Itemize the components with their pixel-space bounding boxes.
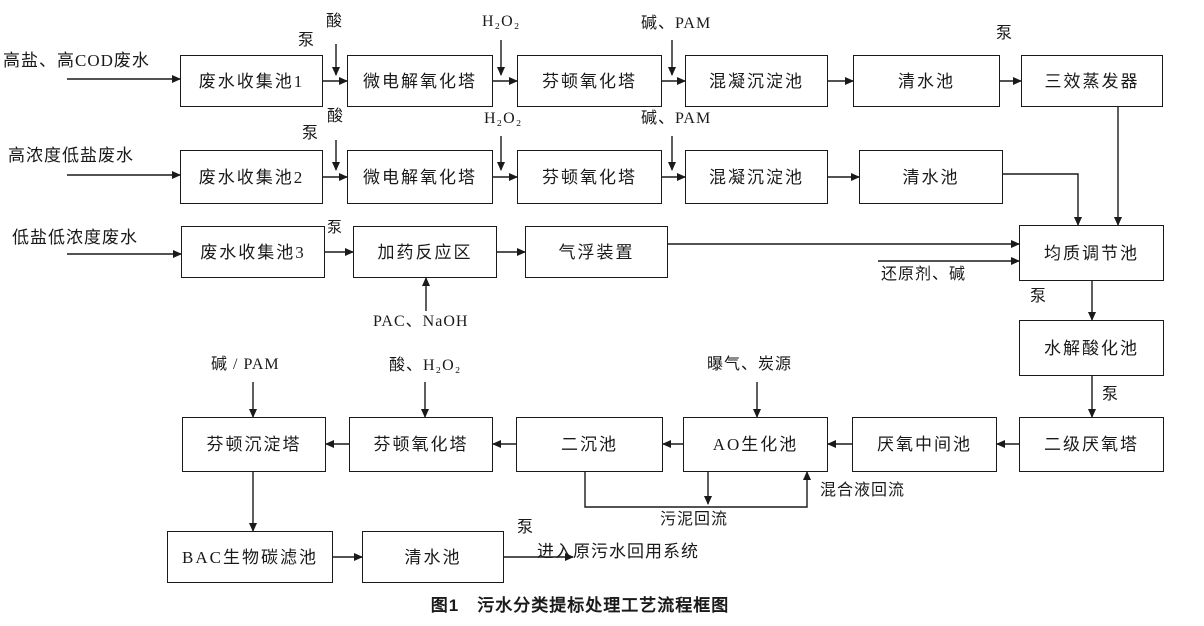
box-fenton-sed-tower: 芬顿沉淀塔 [182,417,326,472]
box-coag-sed-2: 混凝沉淀池 [685,150,828,204]
box-waste-collect-3: 废水收集池3 [181,226,325,278]
figure-caption-title: 污水分类提标处理工艺流程框图 [477,596,730,615]
box-triple-evaporator: 三效蒸发器 [1021,55,1163,107]
label-mixed-liquor-return: 混合液回流 [820,482,906,499]
label-pump-2: 泵 [302,125,320,142]
label-aeration-carbon: 曝气、炭源 [707,356,793,373]
box-fenton-tower-1: 芬顿氧化塔 [517,55,662,107]
box-fenton-tower-3: 芬顿氧化塔 [349,417,493,472]
box-coag-sed-1: 混凝沉淀池 [685,55,828,107]
label-feed-1: 高盐、高COD废水 [3,51,150,70]
box-bac-bio-filter: BAC生物碳滤池 [167,531,333,583]
box-air-flotation: 气浮装置 [525,226,668,278]
box-clear-pool-1: 清水池 [853,55,1000,107]
label-acid-2: 酸 [327,108,345,125]
label-h2o2-2: H₂O₂ [484,110,523,127]
label-pac-naoh: PAC、NaOH [373,313,469,330]
box-fenton-tower-2: 芬顿氧化塔 [517,150,662,204]
label-pump-out: 泵 [517,519,535,536]
box-waste-collect-2: 废水收集池2 [180,150,323,204]
label-pump-1: 泵 [298,32,316,49]
box-secondary-sed-pool: 二沉池 [516,417,663,472]
box-clear-pool-2: 清水池 [859,150,1003,204]
label-alkali-pam-4: 碱 / PAM [211,356,280,373]
box-equalization-pool: 均质调节池 [1019,225,1164,281]
box-micro-electrolysis-2: 微电解氧化塔 [347,150,493,204]
label-pump-evaporator: 泵 [996,25,1014,42]
label-outflow: 进入原污水回用系统 [537,542,699,561]
label-sludge-return: 污泥回流 [660,511,729,528]
connector-sludge-return-path [584,471,811,508]
figure-caption-number: 图1 [430,596,460,615]
label-acid-h2o2-4: 酸、H₂O₂ [389,357,462,374]
box-secondary-anaerobic-tower: 二级厌氧塔 [1019,417,1164,472]
label-alkali-pam-1: 碱、PAM [641,15,712,32]
box-hydrolysis-pool: 水解酸化池 [1019,320,1164,376]
label-feed-3: 低盐低浓度废水 [12,228,138,247]
label-acid-1: 酸 [326,13,344,30]
label-pump-3: 泵 [327,220,344,236]
label-pump-hydrolysis: 泵 [1102,386,1120,403]
label-pump-equalization: 泵 [1030,288,1048,305]
box-micro-electrolysis-1: 微电解氧化塔 [347,55,493,107]
label-h2o2-1: H₂O₂ [482,13,521,30]
box-waste-collect-1: 废水收集池1 [180,55,323,107]
label-alkali-pam-2: 碱、PAM [641,110,712,127]
connector-clear2-to-equalization [1003,173,1082,226]
figure-caption: 图1 污水分类提标处理工艺流程框图 [0,591,1160,616]
box-ao-bio-pool: AO生化池 [683,417,828,472]
connector-group [67,40,1122,561]
box-anaerobic-mid-pool: 厌氧中间池 [852,417,997,472]
label-reductant-alkali: 还原剂、碱 [881,266,967,283]
box-clear-pool-3: 清水池 [362,531,504,583]
label-feed-2: 高浓度低盐废水 [8,146,134,165]
box-dosing-reaction: 加药反应区 [353,226,497,278]
